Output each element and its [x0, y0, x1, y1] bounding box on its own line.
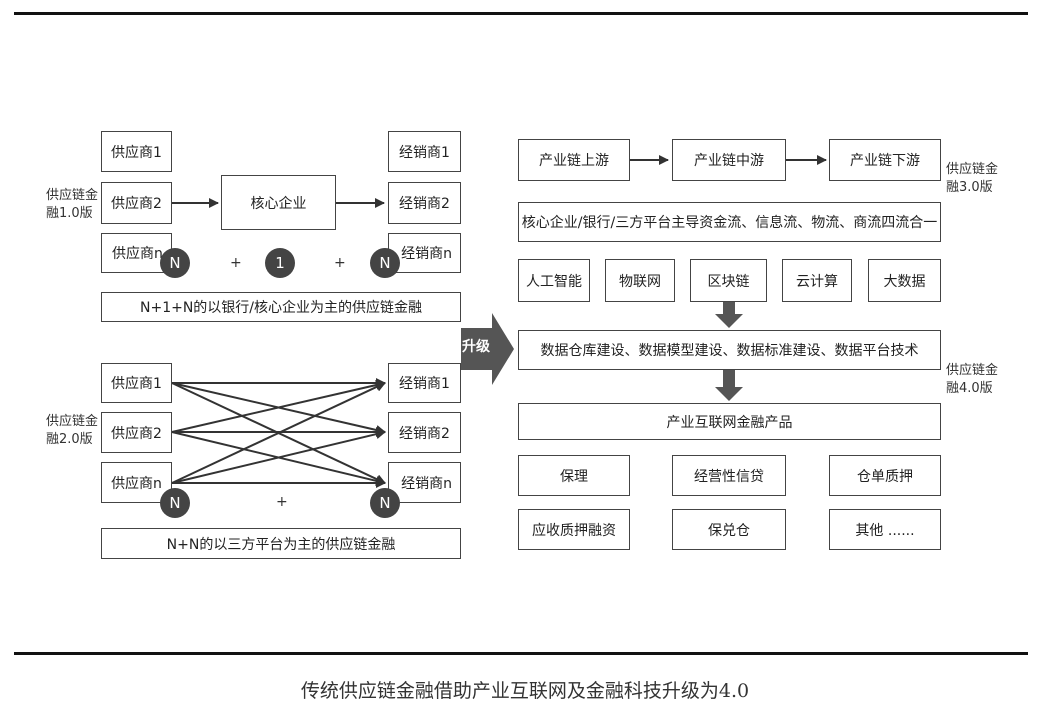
v3-downstream: 产业链下游 — [829, 139, 941, 181]
v2-summary: N+N的以三方平台为主的供应链金融 — [101, 528, 461, 559]
v4-tech-bigdata: 大数据 — [868, 259, 941, 302]
figure-caption: 传统供应链金融借助产业互联网及金融科技升级为4.0 — [300, 680, 750, 702]
v4-product-layer: 产业互联网金融产品 — [518, 403, 941, 440]
v4-product-other: 其他 ...... — [829, 509, 941, 550]
arrow-data-down — [715, 370, 743, 401]
v2-dealer-1: 经销商1 — [388, 363, 461, 403]
v2-circle-n-left: N — [160, 488, 190, 518]
v1-dealer-2: 经销商2 — [388, 182, 461, 224]
v1-title: 供应链金融1.0版 — [46, 188, 99, 221]
v4-tech-ai: 人工智能 — [518, 259, 590, 302]
v2-plus: + — [276, 494, 288, 510]
v1-plus-2: + — [334, 255, 346, 271]
v3-midstream: 产业链中游 — [672, 139, 786, 181]
upgrade-label: 升级 — [462, 339, 490, 355]
v4-data-layer: 数据仓库建设、数据模型建设、数据标准建设、数据平台技术 — [518, 330, 941, 370]
v3-upstream: 产业链上游 — [518, 139, 630, 181]
v1-core-enterprise: 核心企业 — [221, 175, 336, 230]
upgrade-arrow — [461, 313, 514, 385]
v3-four-flows: 核心企业/银行/三方平台主导资金流、信息流、物流、商流四流合一 — [518, 202, 941, 242]
v4-product-receivable-pledge: 应收质押融资 — [518, 509, 630, 550]
top-rule — [14, 12, 1028, 15]
v4-tech-cloud: 云计算 — [782, 259, 852, 302]
v4-tech-iot: 物联网 — [605, 259, 675, 302]
v1-supplier-2: 供应商2 — [101, 182, 172, 224]
v2-circle-n-right: N — [370, 488, 400, 518]
v2-cross-arrows — [171, 378, 386, 488]
v3-title: 供应链金融3.0版 — [946, 162, 999, 195]
v1-plus-1: + — [230, 255, 242, 271]
v4-product-warehouse-pledge: 仓单质押 — [829, 455, 941, 496]
v2-supplier-1: 供应商1 — [101, 363, 172, 403]
v4-tech-blockchain: 区块链 — [690, 259, 767, 302]
v1-circle-1: 1 — [265, 248, 295, 278]
arrow-blockchain-down — [715, 302, 743, 328]
v4-product-operating-credit: 经营性信贷 — [672, 455, 786, 496]
v1-circle-n-right: N — [370, 248, 400, 278]
v4-product-confirmed-warehouse: 保兑仓 — [672, 509, 786, 550]
bottom-rule — [14, 652, 1028, 655]
v2-dealer-2: 经销商2 — [388, 412, 461, 453]
v1-dealer-n: 经销商n — [388, 233, 461, 273]
v1-summary: N+1+N的以银行/核心企业为主的供应链金融 — [101, 292, 461, 322]
v1-dealer-1: 经销商1 — [388, 131, 461, 172]
v4-product-factoring: 保理 — [518, 455, 630, 496]
v2-title: 供应链金融2.0版 — [46, 414, 99, 447]
v2-supplier-n: 供应商n — [101, 462, 172, 503]
v1-supplier-1: 供应商1 — [101, 131, 172, 172]
v1-circle-n-left: N — [160, 248, 190, 278]
v2-supplier-2: 供应商2 — [101, 412, 172, 453]
v2-dealer-n: 经销商n — [388, 462, 461, 503]
v4-title: 供应链金融4.0版 — [946, 363, 999, 396]
